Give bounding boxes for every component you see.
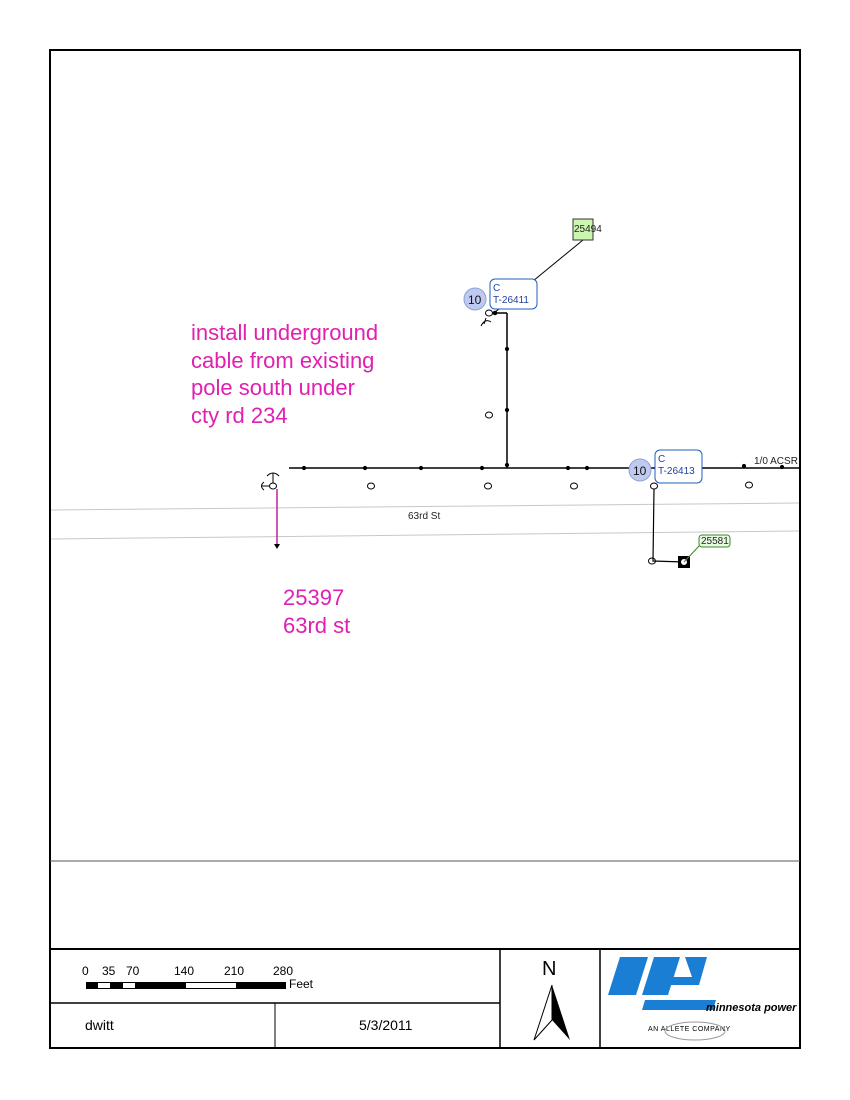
transformer-kva: 10 [468,293,482,307]
svg-text:140: 140 [174,964,194,978]
sheet-border [49,49,801,1049]
svg-text:AN ALLETE COMPANY: AN ALLETE COMPANY [648,1026,731,1033]
transformer-phase: C [658,454,665,465]
svg-text:35: 35 [102,964,116,978]
conductor-label: 1/0 ACSR [754,456,798,467]
leader-line [683,544,701,563]
work-note: install underground cable from existing … [191,320,378,428]
road-63rd-st: 63rd St [50,502,800,540]
svg-text:70: 70 [126,964,140,978]
transformer-kva: 10 [633,464,647,478]
meter-label: 25581 [701,536,729,547]
street-label: 63rd St [408,511,440,522]
svg-text:install underground: install underground [191,320,378,345]
meter-label-box[interactable] [698,534,731,548]
svg-text:pole south under: pole south under [191,375,355,400]
transformer-phase: C [493,283,500,294]
svg-text:cty rd 234: cty rd 234 [191,403,288,428]
transformer-id: T-26413 [658,466,695,477]
location-note: 25397 63rd st [283,585,350,638]
svg-text:cable from existing: cable from existing [191,348,374,373]
primary-line[interactable] [289,310,800,471]
meter-label: 25494 [574,224,602,235]
proposed-underground-cable[interactable] [274,489,280,549]
svg-text:0: 0 [82,964,89,978]
author: dwitt [85,1017,114,1033]
poles[interactable] [269,309,753,565]
north-arrow-icon: N [533,958,570,1041]
scale-bar: 0 35 70 140 210 280 Feet [82,964,314,991]
transformer-id: T-26411 [493,295,529,306]
transformer-T-26411[interactable]: 10 C T-26411 [463,278,538,311]
guy-anchor-icon [261,317,492,491]
transformer-T-26413[interactable]: 10 C T-26413 [628,449,703,484]
svg-text:63rd st: 63rd st [283,613,350,638]
svg-text:N: N [542,958,556,980]
service-line [652,488,685,563]
date: 5/3/2011 [359,1017,413,1033]
svg-text:minnesota power: minnesota power [706,1002,797,1014]
svg-text:25397: 25397 [283,585,344,610]
svg-text:Feet: Feet [289,977,314,991]
meter-label-box[interactable] [572,218,594,241]
minnesota-power-logo: minnesota power AN ALLETE COMPANY [608,957,797,1041]
svg-text:280: 280 [273,964,293,978]
svg-text:210: 210 [224,964,244,978]
